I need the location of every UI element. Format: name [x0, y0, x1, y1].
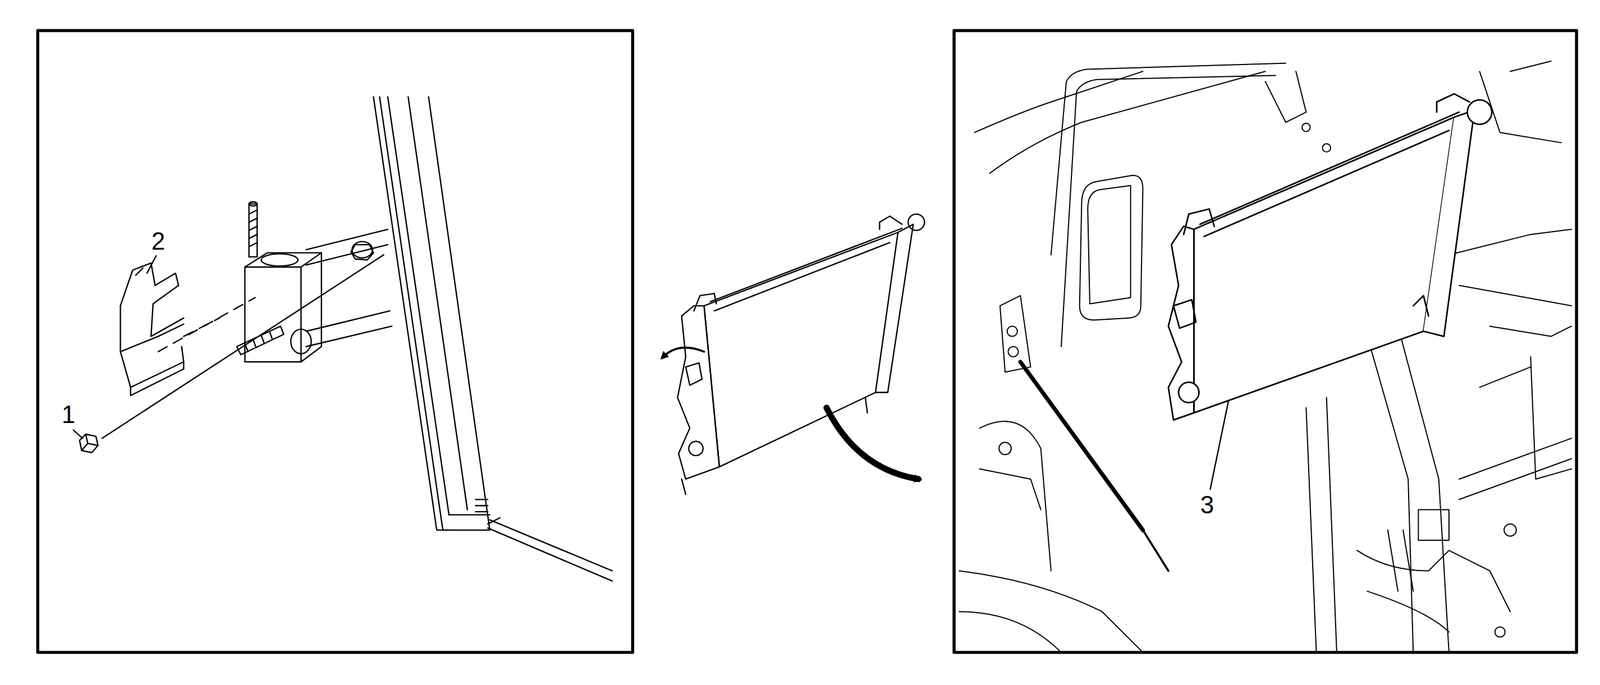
motion-arrow [663, 347, 705, 357]
callout-number: 2 [149, 227, 168, 255]
radiator [1168, 93, 1492, 420]
retaining-bracket [120, 263, 185, 396]
leader-line [73, 430, 83, 439]
alignment-line [102, 254, 384, 439]
leader-line [1209, 395, 1230, 490]
panel-frame [37, 30, 633, 653]
vehicle-body [959, 61, 1572, 653]
radiator [677, 214, 925, 495]
mounting-block [236, 202, 322, 362]
callout-number: 1 [59, 401, 78, 429]
alignment-line [183, 318, 220, 337]
motion-arrow [826, 407, 919, 480]
radiator-side [305, 97, 612, 582]
bolt [79, 434, 99, 453]
leader-line [147, 255, 157, 274]
callout-number: 3 [1198, 491, 1217, 519]
panel-frame [954, 30, 1577, 653]
